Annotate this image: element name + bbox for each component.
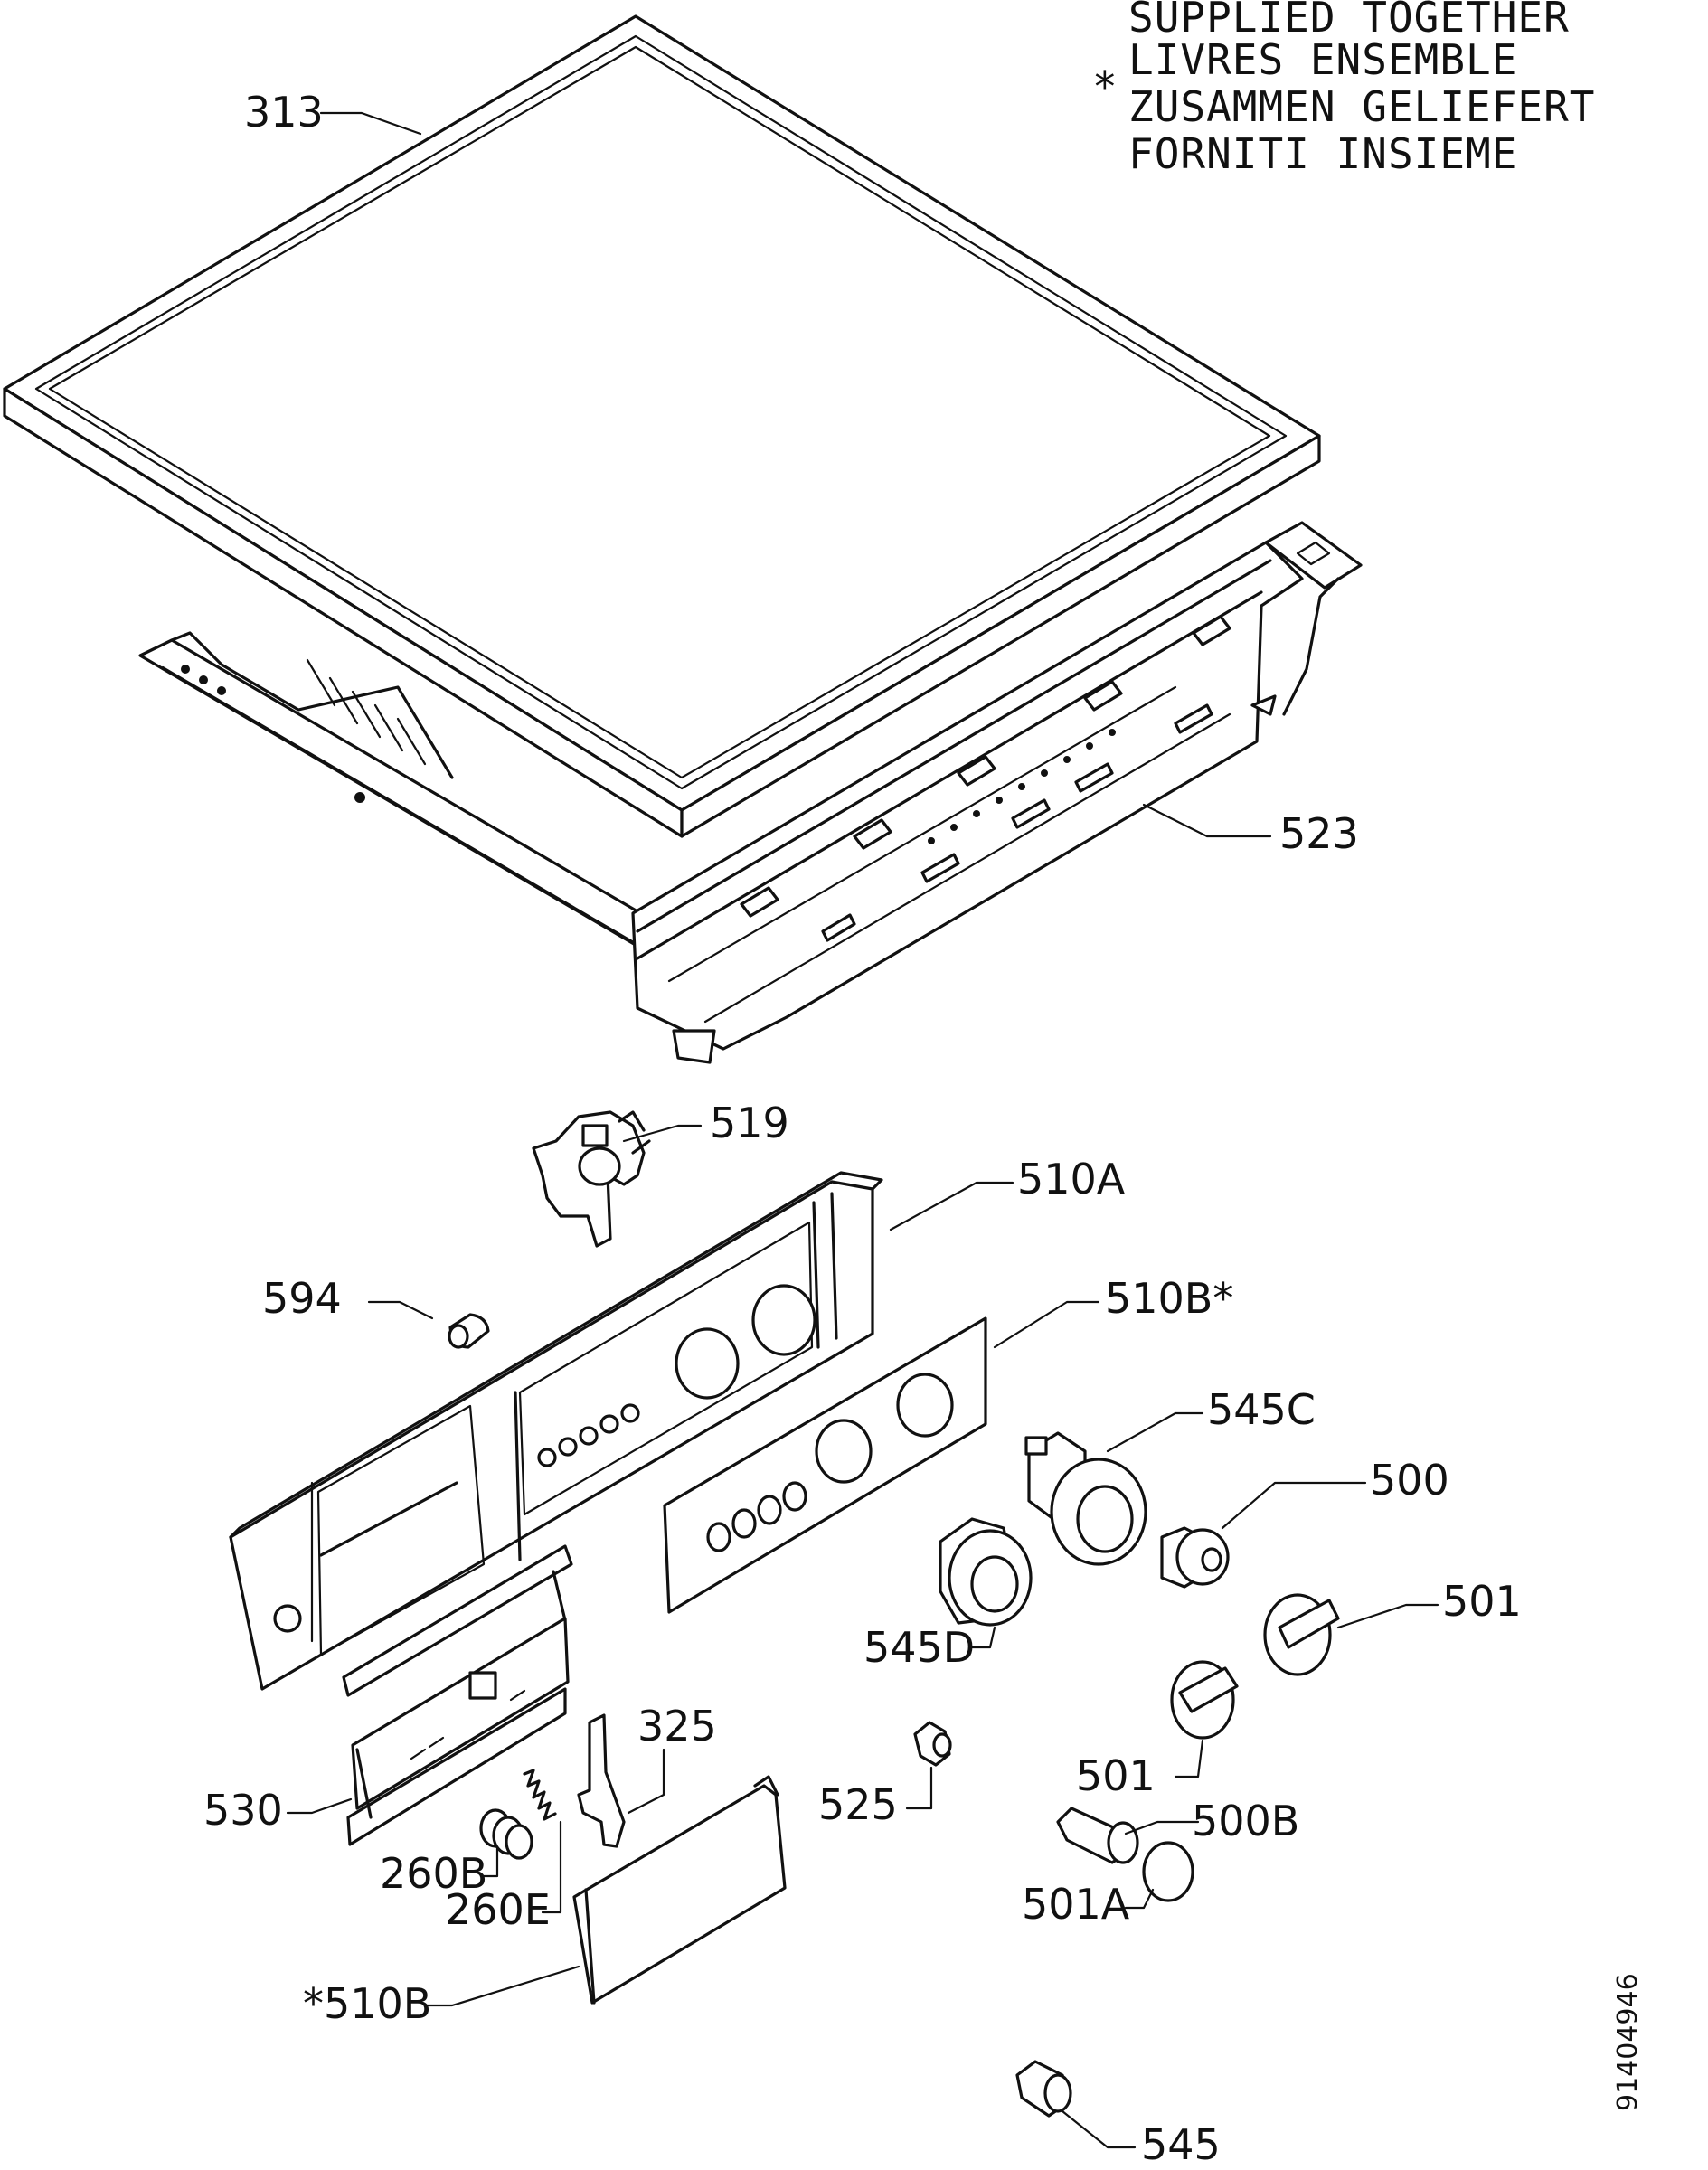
- part-501-knob-lower: [1170, 1660, 1239, 1740]
- part-519-selector-cam: [532, 1110, 651, 1248]
- label-519: 519: [710, 1099, 789, 1147]
- note-line-1: SUPPLIED TOGETHER: [1128, 0, 1570, 42]
- part-500b-shaft: [1056, 1807, 1139, 1864]
- label-525: 525: [818, 1780, 898, 1829]
- part-501-knob-right: [1263, 1593, 1340, 1676]
- note-line-3: ZUSAMMEN GELIEFERT: [1128, 82, 1596, 131]
- part-530-drawer-handle: [342, 1544, 573, 1846]
- part-labels: 313 523 519 510A 594 510B* 545C 500 501 …: [203, 88, 1522, 2169]
- note-line-4: FORNITI INSIEME: [1128, 129, 1517, 178]
- part-594-plug: [448, 1313, 490, 1349]
- part-545c-lamp-holder: [1024, 1431, 1147, 1566]
- part-510b-drawer-front: [572, 1775, 787, 2005]
- label-545d: 545D: [863, 1623, 975, 1672]
- drawing-code: 91404946: [1612, 1973, 1644, 2111]
- label-545c: 545C: [1207, 1385, 1316, 1434]
- label-260e: 260E: [445, 1885, 551, 1934]
- label-500: 500: [1370, 1456, 1449, 1505]
- supplied-together-note: * SUPPLIED TOGETHER LIVRES ENSEMBLE ZUSA…: [1092, 0, 1596, 178]
- label-501a: 501A: [1022, 1880, 1130, 1929]
- part-313-top-lid: [3, 14, 1321, 838]
- part-325-lever: [577, 1713, 626, 1848]
- label-313: 313: [244, 88, 324, 137]
- part-510b-inlay-panel: [663, 1316, 987, 1614]
- part-260e-spring: [523, 1769, 557, 1821]
- label-510b-front: *510B: [303, 1979, 431, 2028]
- label-523: 523: [1279, 809, 1359, 858]
- label-510a: 510A: [1017, 1155, 1126, 1203]
- note-line-2: LIVRES ENSEMBLE: [1128, 35, 1517, 84]
- part-500-switch: [1160, 1526, 1230, 1589]
- note-marker: *: [1092, 62, 1118, 111]
- label-510b-star: 510B*: [1105, 1274, 1233, 1323]
- label-500b: 500B: [1192, 1797, 1299, 1845]
- label-325: 325: [637, 1702, 717, 1750]
- part-260b-spring: [479, 1808, 533, 1860]
- label-260b: 260B: [380, 1849, 487, 1898]
- label-501-lower: 501: [1076, 1751, 1156, 1800]
- leader-lines: [286, 111, 1439, 2149]
- part-510a-front-fascia: [229, 1171, 883, 1691]
- label-594: 594: [262, 1274, 342, 1323]
- label-530: 530: [203, 1786, 283, 1835]
- part-501a-cap: [1142, 1841, 1194, 1902]
- part-525-small-button: [913, 1721, 952, 1767]
- part-545d-lamp-unit: [939, 1517, 1033, 1627]
- part-523-panel-frame: [138, 521, 1363, 1064]
- label-545: 545: [1141, 2120, 1221, 2169]
- label-501-right: 501: [1442, 1577, 1522, 1626]
- part-545-lamp-bulb: [1015, 2060, 1072, 2118]
